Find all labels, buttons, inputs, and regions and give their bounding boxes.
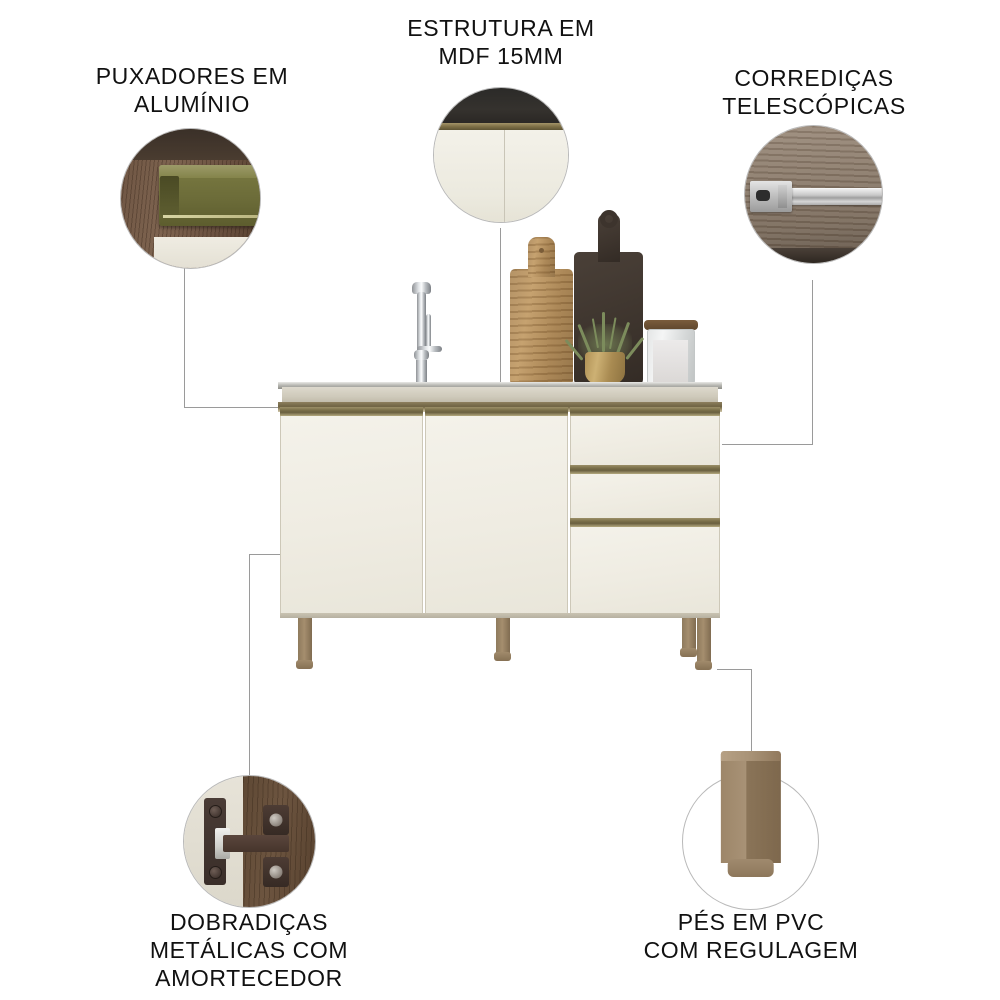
drawer-handle-bottom[interactable] xyxy=(570,518,720,527)
hinge-mount-plate xyxy=(262,804,289,835)
countertop-rim xyxy=(278,382,722,389)
pvc-foot-adjuster-base xyxy=(727,859,774,878)
cabinet-leg-foot xyxy=(494,652,511,661)
door-handle-left[interactable] xyxy=(280,407,423,416)
hinge-mount-plate xyxy=(262,857,289,888)
connector-line-corredicas-vertical xyxy=(812,280,813,444)
hinge-screw xyxy=(208,866,222,880)
drawer-handle-top[interactable] xyxy=(570,407,720,416)
door-handle-right[interactable] xyxy=(425,407,568,416)
callout-label-estrutura: ESTRUTURA EM MDF 15MM xyxy=(407,15,595,70)
hinge-arm xyxy=(223,834,289,852)
handle-top-bevel xyxy=(158,165,260,178)
connector-line-pes-vertical xyxy=(751,669,752,772)
detail-bubble-puxadores xyxy=(120,128,261,269)
cabinet-drawer-top[interactable] xyxy=(570,412,720,466)
wooden-cutting-board xyxy=(510,237,573,387)
glass-storage-jar xyxy=(644,320,698,384)
faucet-neck xyxy=(417,292,426,354)
cabinet-leg-foot xyxy=(680,648,697,657)
faucet-lever xyxy=(426,314,431,348)
cabinet-drawer-middle[interactable] xyxy=(570,470,720,519)
detail-bubble-pes xyxy=(682,751,819,910)
slide-photo-bottom-shadow xyxy=(745,247,882,263)
hinge-screw xyxy=(208,804,222,818)
pvc-foot-top-face xyxy=(720,751,781,761)
cabinet-drawer-bottom[interactable] xyxy=(570,523,720,615)
slide-bracket-notch xyxy=(777,184,788,209)
detail-bubble-dobradicas xyxy=(183,775,316,908)
callout-label-corredicas: CORREDIÇAS TELESCÓPICAS xyxy=(722,65,906,120)
connector-line-dobradicas-horizontal xyxy=(249,554,283,555)
mdf-photo-black-top xyxy=(434,88,568,125)
connector-line-dobradicas-vertical xyxy=(249,554,250,777)
connector-line-puxadores-vertical xyxy=(184,258,185,407)
rosemary-plant xyxy=(564,312,644,384)
connector-line-corredicas-horizontal xyxy=(722,444,813,445)
detail-bubble-estrutura xyxy=(433,87,569,223)
golden-planter-pot xyxy=(585,352,625,384)
callout-label-puxadores: PUXADORES EM ALUMÍNIO xyxy=(95,63,289,118)
mdf-panel-seam xyxy=(503,129,505,222)
cabinet-base-shadow xyxy=(280,613,720,618)
faucet-base xyxy=(416,360,427,382)
product-illustration xyxy=(278,210,722,672)
detail-bubble-corredicas xyxy=(744,125,883,264)
handle-grip-groove xyxy=(159,176,180,216)
kitchen-faucet xyxy=(400,282,460,387)
faucet-lever-arm xyxy=(417,346,442,352)
connector-line-puxadores-horizontal xyxy=(184,407,280,408)
cabinet-leg xyxy=(682,618,696,650)
drawer-handle-middle[interactable] xyxy=(570,465,720,474)
faucet-spout-head xyxy=(412,282,431,294)
cabinet-leg-foot xyxy=(296,660,313,669)
soft-close-hinge-icon xyxy=(203,798,226,885)
handle-photo-top-shadow xyxy=(121,129,260,160)
pvc-adjustable-foot-icon xyxy=(720,753,781,864)
dark-board-hanging-ring xyxy=(600,210,618,228)
connector-line-pes-horizontal xyxy=(717,669,752,670)
countertop-surface xyxy=(282,387,718,404)
callout-label-dobradicas: DOBRADIÇAS METÁLICAS COM AMORTECEDOR xyxy=(149,909,349,992)
cutting-board-handle xyxy=(528,237,555,277)
cabinet-door-left[interactable] xyxy=(280,412,423,615)
cabinet-leg xyxy=(298,618,312,662)
cabinet-door-right[interactable] xyxy=(425,412,568,615)
cutting-board-blade xyxy=(510,269,573,387)
mdf-photo-gold-edge xyxy=(434,122,568,130)
faucet-body xyxy=(414,350,429,360)
handle-highlight xyxy=(162,215,260,219)
cabinet-leg xyxy=(697,618,711,663)
slide-bracket-slot xyxy=(755,190,770,202)
cutting-board-hole xyxy=(539,248,544,253)
callout-label-pes: PÉS EM PVC COM REGULAGEM xyxy=(643,909,859,964)
handle-photo-cream-panel xyxy=(154,237,260,268)
cabinet-leg xyxy=(496,618,510,654)
jar-contents xyxy=(653,340,688,383)
mdf-panel-icon xyxy=(434,129,568,222)
cabinet-leg-foot xyxy=(695,661,712,670)
connector-line-estrutura-vertical xyxy=(500,228,501,418)
jar-wooden-lid xyxy=(644,320,698,330)
